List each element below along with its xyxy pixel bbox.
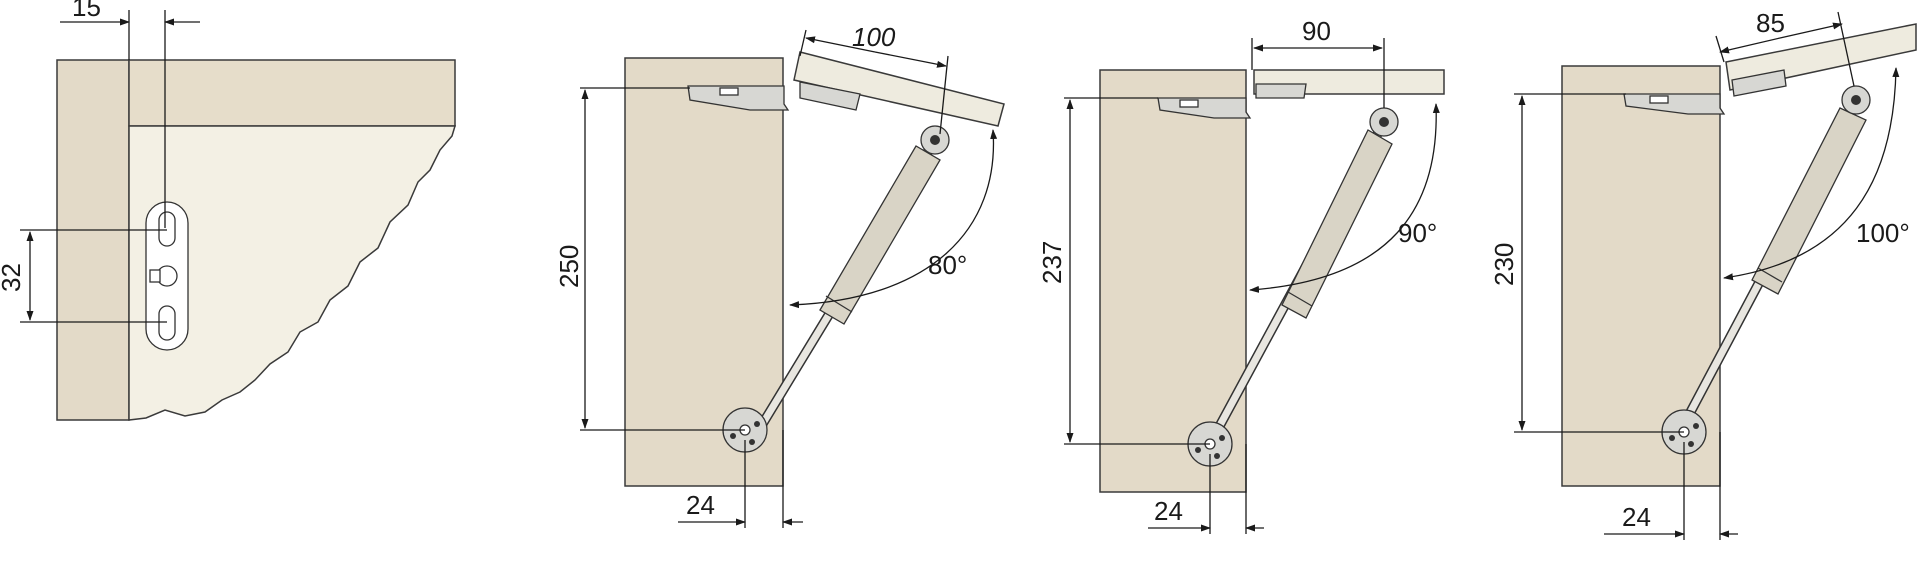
- gas-strut-cylinder: [1281, 129, 1393, 319]
- height-label: 230: [1489, 243, 1519, 286]
- lid-pivot-pin: [930, 135, 940, 145]
- base-offset-label: 24: [686, 490, 715, 520]
- height-label: 237: [1037, 241, 1067, 284]
- lid-bracket: [1255, 83, 1307, 99]
- base-offset-label: 24: [1622, 502, 1651, 532]
- lid-offset-label: 85: [1756, 8, 1785, 38]
- lid-extension-right: [939, 55, 949, 135]
- top-board: [128, 59, 456, 127]
- lid-extension-left: [1715, 35, 1725, 63]
- angle-arc: [789, 129, 998, 309]
- upper-slot: [158, 211, 176, 247]
- angle-label: 100°: [1856, 218, 1910, 248]
- lid-arrow-right: [874, 51, 947, 68]
- spacing-label: 32: [0, 263, 26, 292]
- side-panel: [56, 59, 130, 421]
- gas-strut-cylinder: [1751, 107, 1867, 295]
- lid-arrow-right: [1779, 22, 1843, 39]
- lid-extension-left: [799, 29, 807, 57]
- lower-slot: [158, 305, 176, 341]
- lid: [793, 51, 1005, 127]
- inner-wall: [128, 125, 457, 421]
- hinge-plate: [687, 85, 790, 111]
- hinge-slot: [1179, 99, 1199, 108]
- mounting-detail: 15 32: [0, 0, 457, 421]
- lid-arrow-left: [805, 36, 876, 53]
- installation-90: 90° 237 90 24: [1037, 16, 1445, 534]
- installation-100: 100° 230 85 24: [1489, 8, 1917, 540]
- lid-bracket: [799, 81, 861, 111]
- lid-offset-label: 90: [1302, 16, 1331, 46]
- gas-strut-cylinder: [819, 145, 941, 325]
- lid-offset-label: 100: [852, 22, 896, 52]
- angle-label: 80°: [928, 250, 967, 280]
- lid-arrow-left: [1719, 37, 1781, 54]
- offset-label: 15: [72, 0, 101, 22]
- center-lug: [149, 269, 161, 283]
- angle-arc: [1249, 103, 1440, 293]
- hinge-slot: [719, 87, 739, 96]
- hinge-slot: [1649, 95, 1669, 104]
- lid-pivot-pin: [1379, 117, 1389, 127]
- angle-arc: [1723, 67, 1900, 281]
- installation-80: 80° 250 100 24: [554, 22, 1005, 528]
- height-label: 250: [554, 245, 584, 288]
- lid-pivot-pin: [1851, 95, 1861, 105]
- angle-label: 90°: [1398, 218, 1437, 248]
- base-offset-label: 24: [1154, 496, 1183, 526]
